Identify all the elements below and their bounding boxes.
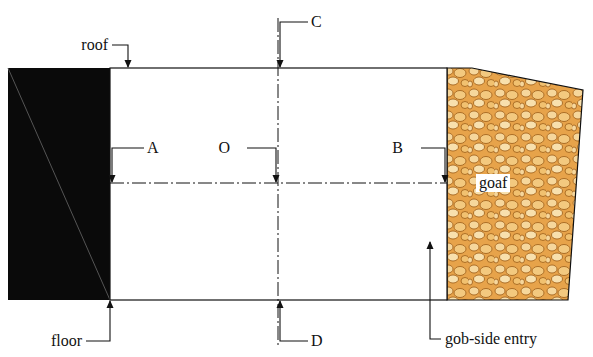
point-label: C (311, 13, 322, 31)
goaf-label: goaf (476, 174, 510, 192)
entry-label: gob-side entry (445, 330, 537, 348)
pillar-diagonal (8, 68, 110, 300)
point-label: D (311, 332, 323, 350)
point-label: A (147, 139, 159, 157)
goaf-rubble (447, 68, 583, 300)
point-label: O (218, 139, 230, 157)
vertical-centerline (278, 18, 279, 348)
roof-label: roof (81, 36, 108, 54)
leader-lines (86, 22, 445, 341)
point-label: B (392, 139, 403, 157)
floor-label: floor (51, 332, 82, 350)
coal-pillar (8, 68, 110, 300)
